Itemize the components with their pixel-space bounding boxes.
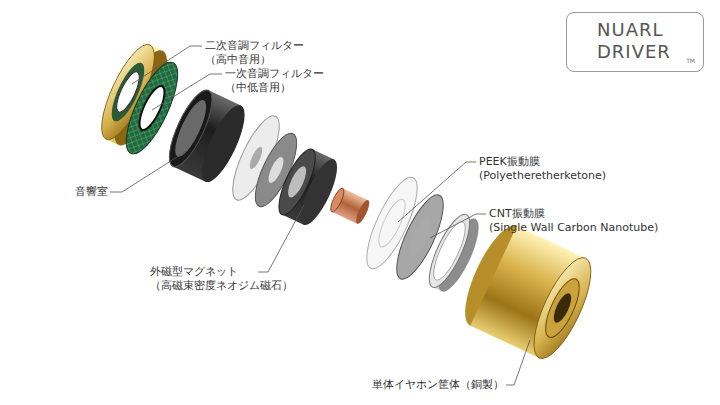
part-label: 二次音調フィルター	[205, 39, 304, 53]
part-label: CNT振動膜	[489, 207, 545, 221]
trademark-mark: TM	[686, 57, 695, 64]
part-label: （中低音用）	[225, 81, 291, 95]
logo-box: NUARL DRIVER TM	[566, 12, 704, 72]
part-label: (Single Wall Carbon Nanotube)	[489, 221, 658, 235]
logo-text: NUARL DRIVER	[597, 19, 681, 63]
part-label: 外磁型マグネット	[150, 265, 238, 279]
part-label: 単体イヤホン筐体（銅製）	[372, 378, 504, 392]
part-label: PEEK振動膜	[479, 155, 540, 169]
part-label: （高中音用）	[205, 53, 271, 67]
leader-lines	[110, 46, 530, 385]
part-label: (Polyetheretherketone)	[479, 169, 606, 183]
part-label: 音響室	[75, 185, 108, 199]
part-label: （高磁束密度ネオジム磁石）	[150, 279, 293, 293]
part-label: 一次音調フィルター	[225, 67, 324, 81]
